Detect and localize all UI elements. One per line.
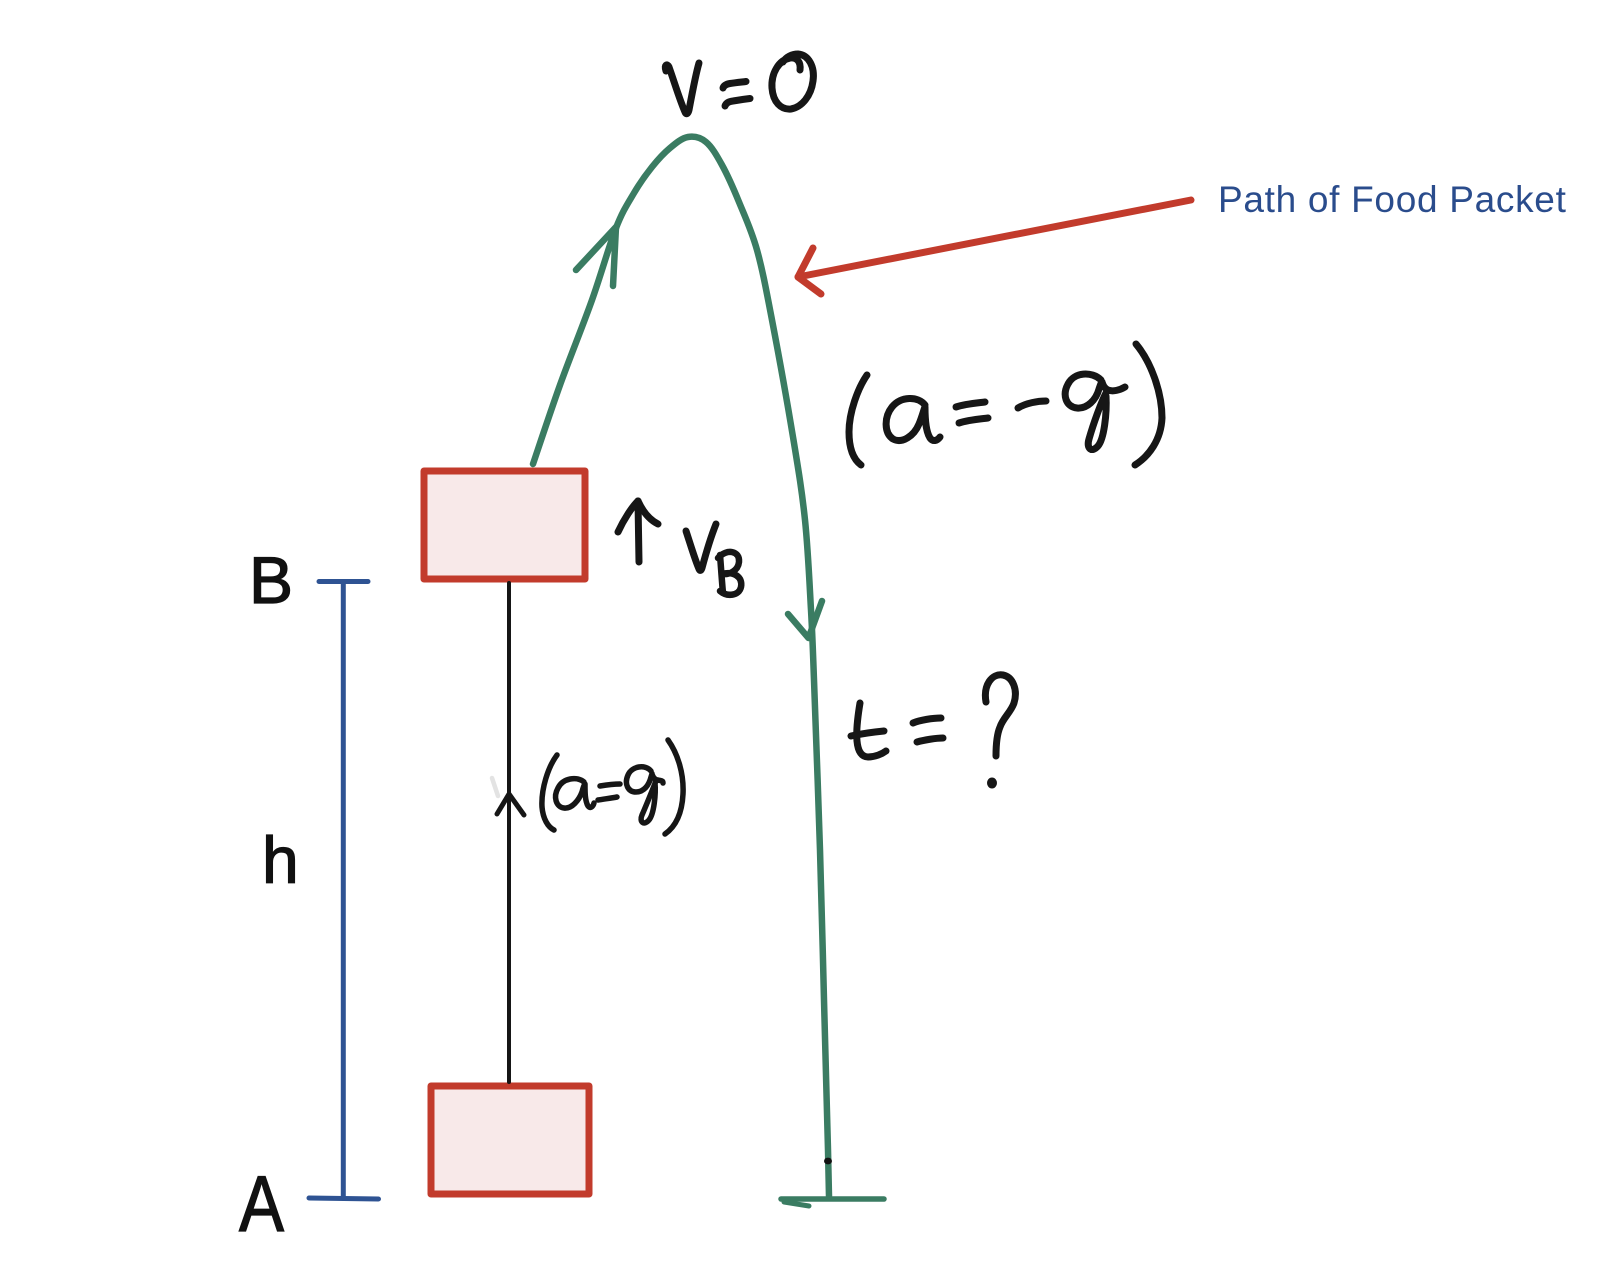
- svg-text:h: h: [262, 823, 299, 897]
- svg-text:A: A: [239, 1159, 284, 1248]
- svg-text:B: B: [249, 543, 293, 617]
- svg-text:Path of Food Packet: Path of Food Packet: [1218, 179, 1567, 220]
